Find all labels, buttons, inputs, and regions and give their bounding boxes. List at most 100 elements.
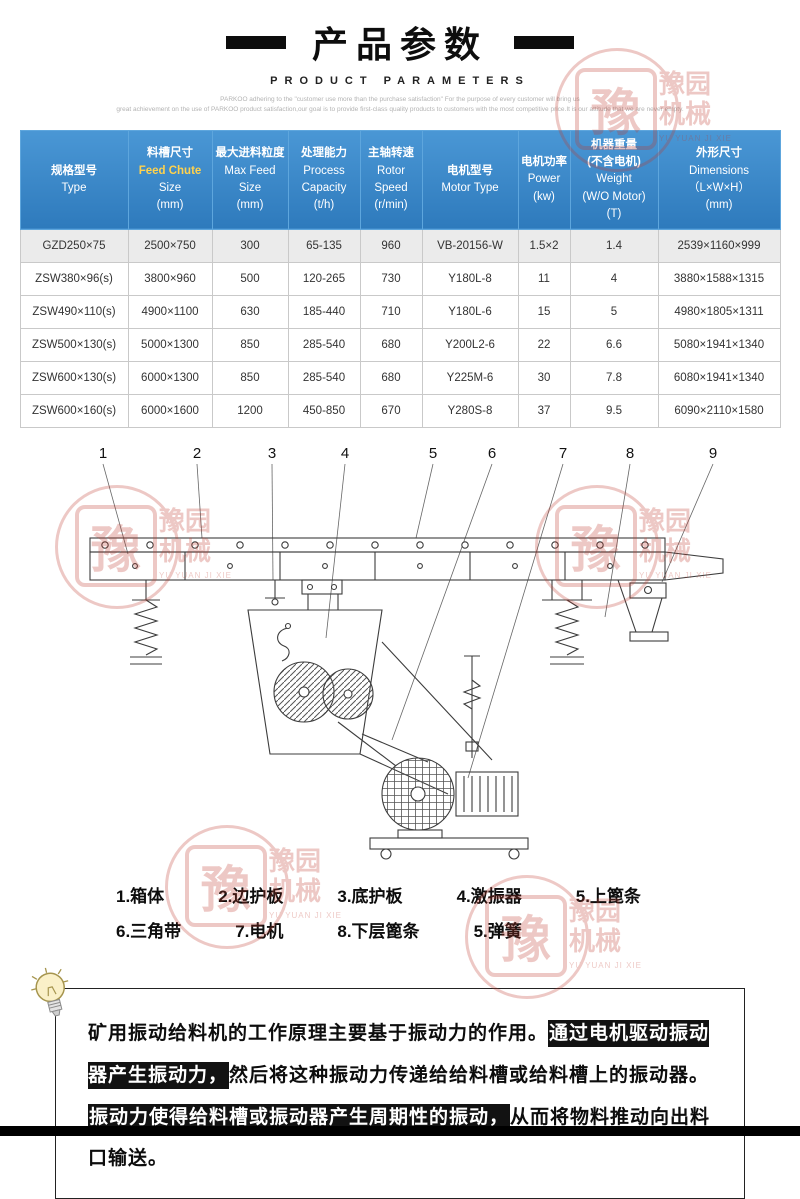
cell: 11 (517, 262, 571, 297)
cell-model: ZSW380×96(s) (19, 262, 129, 297)
callout-number: 1 (99, 445, 107, 462)
cell: 6080×1941×1340 (657, 361, 781, 396)
title-bar-left (225, 35, 286, 49)
cell-model: GZD250×75 (19, 229, 129, 264)
cell: 9.5 (569, 394, 659, 429)
legend-item: 6.三角带 (116, 922, 182, 942)
col-header-power: 电机功率 Power (kw) (517, 129, 571, 231)
parts-legend: 1.箱体 2.边护板 3.底护板 4.激振器 5.上篦条 6.三角带 7.电机 … (20, 882, 780, 942)
cell: 4980×1805×1311 (657, 295, 781, 330)
cell: 6000×1600 (127, 394, 213, 429)
cell-model: ZSW600×130(s) (19, 361, 129, 396)
cell: 630 (211, 295, 289, 330)
table-row: ZSW600×160(s) 6000×1600 1200 450-850 670… (19, 394, 781, 429)
cell: 30 (517, 361, 571, 396)
cell: 2539×1160×999 (657, 229, 781, 264)
col-header-process-capacity: 处理能力 Process Capacity (t/h) (287, 129, 361, 231)
col-header-type: 规格型号 Type (19, 129, 129, 231)
cell: 670 (359, 394, 423, 429)
machine-drawing (89, 537, 724, 860)
legend-item: 1.箱体 (116, 887, 165, 907)
cell: 1200 (211, 394, 289, 429)
cell: Y180L-8 (421, 262, 519, 297)
cell: 15 (517, 295, 571, 330)
col-header-rotor-speed: 主轴转速 Rotor Speed (r/min) (359, 129, 423, 231)
cell: 285-540 (287, 328, 361, 363)
cell: 5 (569, 295, 659, 330)
cell: Y180L-6 (421, 295, 519, 330)
text-segment: 矿用振动给料机的工作原理主要基于振动力的作用。 (88, 1023, 549, 1045)
cell-model: ZSW500×130(s) (19, 328, 129, 363)
cell: 3880×1588×1315 (657, 262, 781, 297)
callout-leader-lines (102, 463, 714, 779)
cell: 680 (359, 361, 423, 396)
tagline-line-2: great achievement on the use of PARKOO p… (116, 106, 684, 114)
cell: 6.6 (569, 328, 659, 363)
cell: 22 (517, 328, 571, 363)
cell: Y280S-8 (421, 394, 519, 429)
callout-number: 7 (559, 445, 567, 462)
callout-number: 9 (709, 445, 717, 462)
callout-number: 8 (626, 445, 634, 462)
cell: 6000×1300 (127, 361, 213, 396)
table-row: ZSW380×96(s) 3800×960 500 120-265 730 Y1… (19, 262, 781, 297)
callout-numbers: 1 2 3 4 5 6 7 8 9 (99, 445, 717, 462)
text-segment: 然后将这种振动力传递给给料槽或给料槽上的振动器。 (229, 1064, 710, 1086)
cell: 850 (211, 361, 289, 396)
cell: 37 (517, 394, 571, 429)
cell: 680 (359, 328, 423, 363)
col-header-max-feed-size: 最大进料粒度 Max Feed Size (mm) (211, 129, 289, 231)
cell: 65-135 (287, 229, 361, 264)
cell: 730 (359, 262, 423, 297)
cell: 450-850 (287, 394, 361, 429)
page-title: 产品参数 (311, 24, 488, 65)
cell: 7.8 (569, 361, 659, 396)
page-subtitle: PRODUCT PARAMETERS (270, 75, 530, 87)
cell: 500 (211, 262, 289, 297)
feeder-diagram-section: 1 2 3 4 5 6 7 8 9 (20, 442, 780, 872)
cell: 300 (211, 229, 289, 264)
working-principle-text: 矿用振动给料机的工作原理主要基于振动力的作用。通过电机驱动振动器产生振动力，然后… (88, 1013, 718, 1180)
table-row: ZSW490×110(s) 4900×1100 630 185-440 710 … (19, 295, 781, 330)
cell: VB-20156-W (421, 229, 519, 264)
cell: 960 (359, 229, 423, 264)
cell: 185-440 (287, 295, 361, 330)
watermark-latin: YU YUAN JI XIE (569, 961, 642, 970)
cell: 6090×2110×1580 (657, 394, 781, 429)
title-bar-right (514, 35, 574, 49)
callout-number: 5 (429, 445, 437, 462)
cell: 2500×750 (127, 229, 213, 264)
cell: 1.4 (569, 229, 659, 264)
legend-item: 2.边护板 (218, 887, 284, 907)
spec-table: 规格型号 Type 料槽尺寸 Feed Chute Size (mm) 最大进料… (19, 129, 781, 429)
working-principle-box: 矿用振动给料机的工作原理主要基于振动力的作用。通过电机驱动振动器产生振动力，然后… (31, 967, 745, 1199)
tagline-line-1: PARKOO adhering to the "customer use mor… (220, 96, 580, 103)
light-bulb-icon (23, 960, 84, 1036)
cell: 5000×1300 (127, 328, 213, 363)
cell: Y200L2-6 (421, 328, 519, 363)
cell-model: ZSW490×110(s) (19, 295, 129, 330)
cell: Y225M-6 (421, 361, 519, 396)
col-header-feed-chute-size: 料槽尺寸 Feed Chute Size (mm) (127, 129, 213, 231)
cell: 5080×1941×1340 (657, 328, 781, 363)
callout-number: 3 (268, 445, 276, 462)
legend-item: 3.底护板 (337, 887, 403, 907)
cell: 1.5×2 (517, 229, 571, 264)
table-row: GZD250×75 2500×750 300 65-135 960 VB-201… (19, 229, 781, 264)
legend-item: 4.激振器 (456, 887, 522, 907)
legend-item: 5.弹簧 (473, 922, 522, 942)
col-header-dimensions: 外形尺寸 Dimensions （L×W×H） (mm) (657, 129, 781, 231)
legend-item: 5.上篦条 (575, 887, 641, 907)
cell: 285-540 (287, 361, 361, 396)
cell: 4 (569, 262, 659, 297)
table-row: ZSW600×130(s) 6000×1300 850 285-540 680 … (19, 361, 781, 396)
callout-number: 2 (193, 445, 201, 462)
cell-model: ZSW600×160(s) (19, 394, 129, 429)
col-header-weight: 机器重量 (不含电机) Weight (W/O Motor) (T) (569, 129, 659, 231)
feeder-diagram: 1 2 3 4 5 6 7 8 9 (89, 445, 724, 860)
table-header-row: 规格型号 Type 料槽尺寸 Feed Chute Size (mm) 最大进料… (19, 129, 781, 231)
cell: 120-265 (287, 262, 361, 297)
callout-number: 6 (488, 445, 496, 462)
legend-item: 7.电机 (235, 922, 284, 942)
legend-item: 8.下层篦条 (337, 922, 420, 942)
